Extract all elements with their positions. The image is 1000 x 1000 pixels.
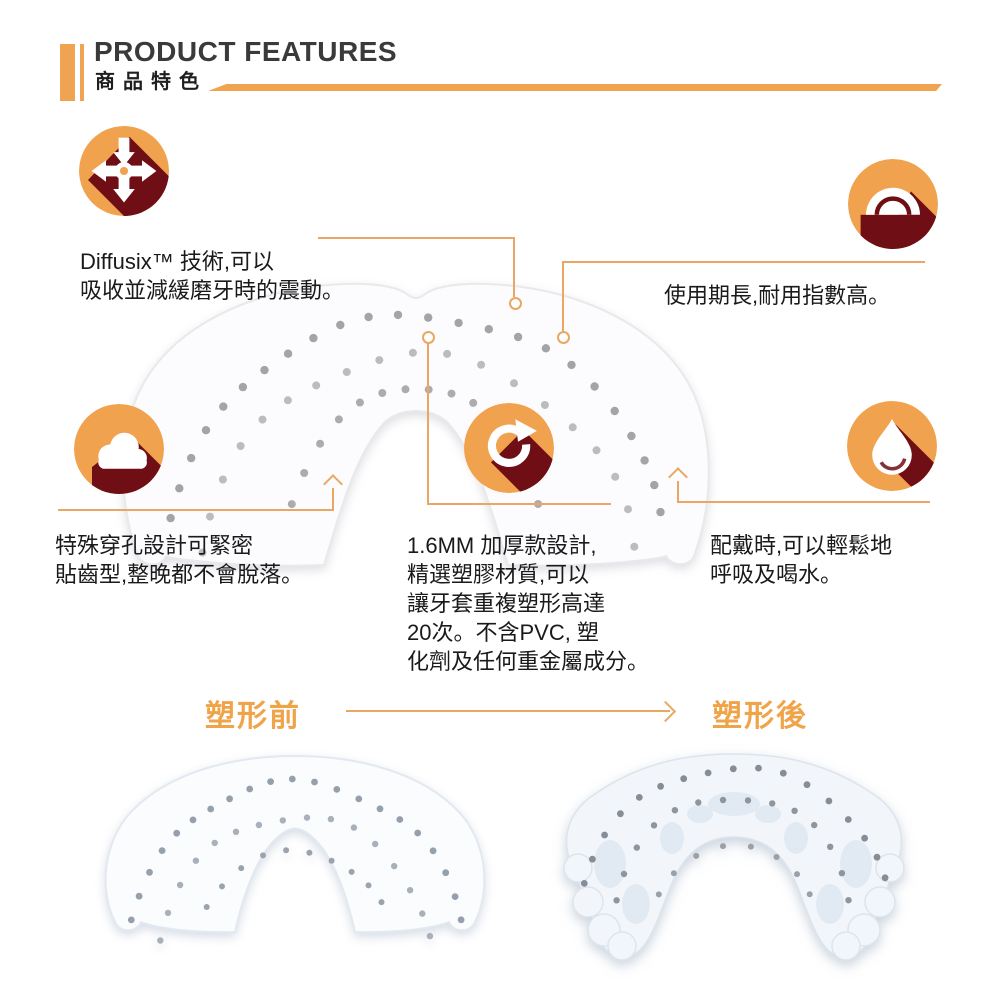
- feature-text-diffusix: Diffusix™ 技術,可以 吸收並減緩磨牙時的震動。: [80, 249, 345, 303]
- feature-text-perforation: 特殊穿孔設計可緊密 貼齒型,整晚都不會脫落。: [55, 533, 304, 587]
- connector-breathe-v: [677, 481, 679, 503]
- molding-arrow-right-icon: [654, 700, 677, 723]
- connector-reshape-marker: [422, 331, 435, 344]
- feature-text-reshape: 1.6MM 加厚款設計, 精選塑膠材質,可以 讓牙套重複塑形高達 20次。不含P…: [407, 533, 650, 674]
- cloud-icon: [74, 404, 164, 494]
- mouthguard-before-image: [104, 755, 486, 944]
- connector-breathe-h: [677, 501, 930, 503]
- connector-durability-marker: [557, 331, 570, 344]
- mouthguard-top-view-image: [122, 282, 710, 567]
- after-molding-label: 塑形後: [712, 700, 808, 733]
- perforation-dots: [166, 310, 665, 557]
- molding-arrow-line: [346, 710, 670, 712]
- connector-durability-h: [562, 261, 925, 263]
- water-drop-icon: [847, 401, 937, 491]
- connector-diffusix-h: [318, 237, 515, 239]
- page-subtitle: 商品特色: [95, 71, 207, 93]
- header-accent-bar-thin: [80, 44, 84, 101]
- connector-reshape-h: [427, 503, 611, 505]
- header-underline: [208, 84, 942, 91]
- feature-text-durability: 使用期長,耐用指數高。: [664, 283, 891, 308]
- feature-text-breathe: 配戴時,可以輕鬆地 呼吸及喝水。: [710, 533, 893, 587]
- header-accent-bar-thick: [60, 44, 75, 101]
- page-title: PRODUCT FEATURES: [94, 36, 398, 67]
- perforation-dots: [127, 775, 465, 944]
- diffuse-arrows-icon: [79, 126, 169, 216]
- connector-reshape-v: [427, 343, 429, 505]
- perforation-dots: [580, 764, 889, 904]
- before-molding-label: 塑形前: [205, 700, 301, 733]
- connector-durability-v: [562, 261, 564, 331]
- reshape-refresh-icon: [464, 403, 554, 493]
- durability-dome-icon: [848, 159, 938, 249]
- mouthguard-after-image: [563, 753, 905, 961]
- connector-diffusix-marker: [509, 297, 522, 310]
- connector-perforation-v: [332, 488, 334, 510]
- connector-perforation-h: [58, 509, 334, 511]
- connector-diffusix-v: [513, 237, 515, 297]
